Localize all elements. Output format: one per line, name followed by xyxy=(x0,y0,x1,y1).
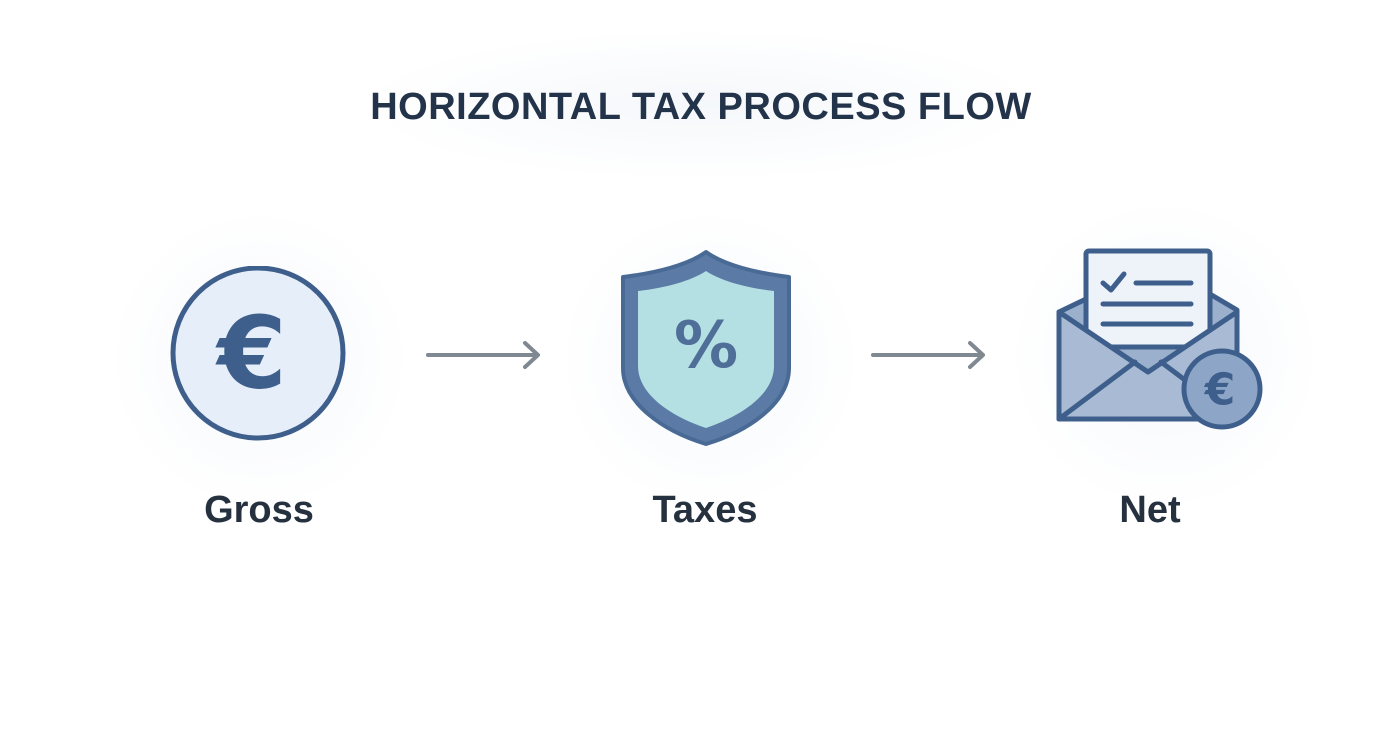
step-label-net: Net xyxy=(1119,489,1181,531)
arrow-right-icon xyxy=(426,341,540,369)
step-label-gross: Gross xyxy=(204,489,314,531)
arrow-right-icon xyxy=(871,341,985,369)
title-glow xyxy=(360,30,1040,180)
step-label-taxes: Taxes xyxy=(652,489,758,531)
percent-shield-icon: % xyxy=(621,250,791,446)
diagram-title: HORIZONTAL TAX PROCESS FLOW xyxy=(370,86,1032,128)
envelope-euro-icon: € xyxy=(1056,248,1263,430)
percent-symbol: % xyxy=(674,309,738,383)
euro-coin-icon: € xyxy=(170,266,346,441)
euro-symbol: € xyxy=(215,295,287,412)
check-mark-icon xyxy=(1100,271,1127,293)
euro-coin-symbol: € xyxy=(1204,365,1236,416)
